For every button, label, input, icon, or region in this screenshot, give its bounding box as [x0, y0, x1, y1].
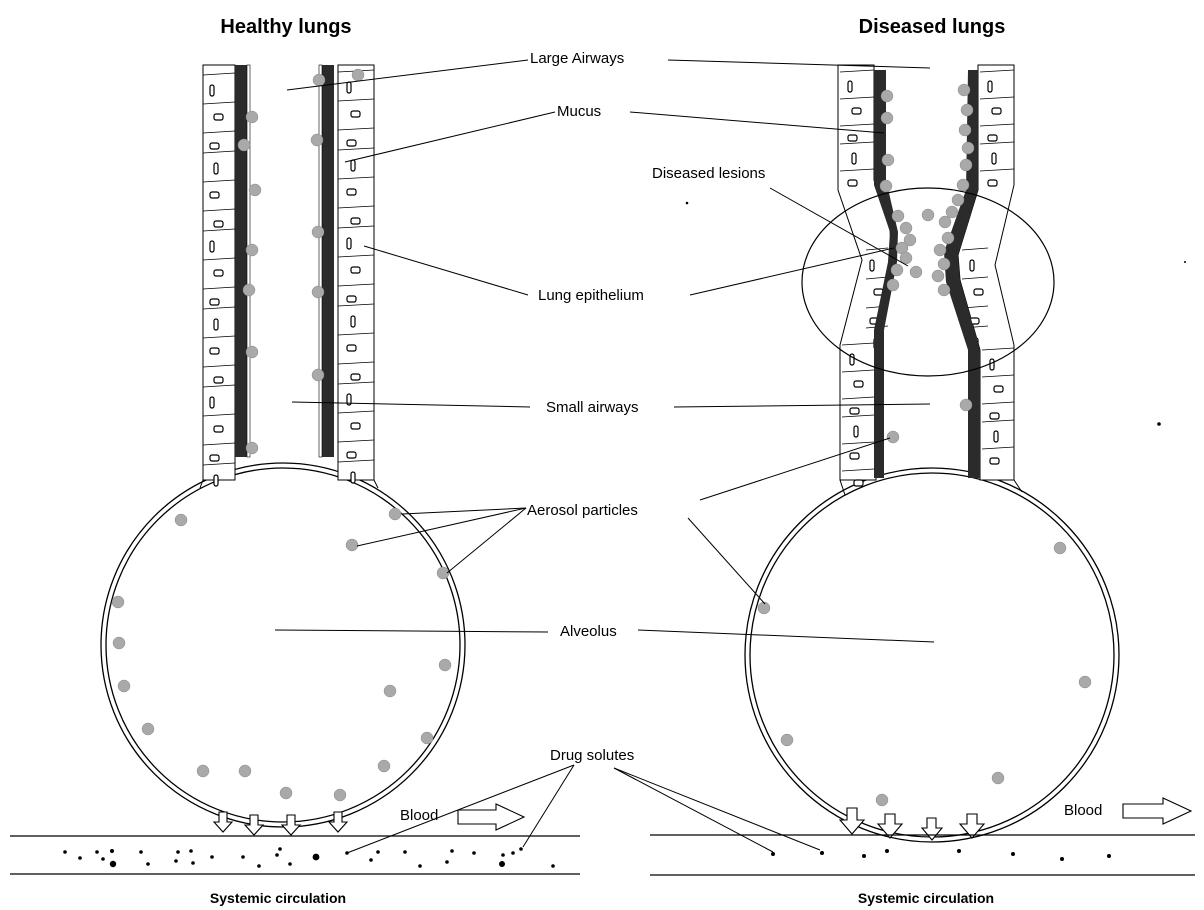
healthy-left-mucus [235, 65, 247, 457]
healthy-blood-flow-arrow [458, 804, 524, 830]
drug-solutes-label: Drug solutes [550, 747, 634, 764]
diseased-lung-panel [650, 65, 1195, 875]
healthy-drug-solutes [63, 847, 555, 868]
large-airways-label: Large Airways [530, 50, 624, 67]
diseased-lungs-title: Diseased lungs [859, 16, 1006, 38]
diseased-alveolus-inner [750, 473, 1114, 837]
blood-label-diseased: Blood [1064, 802, 1102, 819]
diseased-drug-solutes [771, 849, 1111, 861]
diseased-alveolus-outer [745, 468, 1119, 842]
aerosol-particles-label: Aerosol particles [527, 502, 638, 519]
lung-epithelium-label: Lung epithelium [538, 287, 644, 304]
systemic-circulation-left: Systemic circulation [210, 890, 346, 906]
healthy-lung-panel [10, 65, 580, 874]
healthy-left-wall [203, 65, 250, 486]
diseased-right-wall [944, 65, 1014, 480]
healthy-right-wall [319, 65, 374, 483]
healthy-aerosol-particles [112, 69, 451, 801]
small-airways-label: Small airways [546, 399, 639, 416]
healthy-alveolus-inner [106, 468, 460, 822]
blood-label-healthy: Blood [400, 807, 438, 824]
healthy-alveolus-outer [101, 463, 465, 827]
diseased-lesions-label: Diseased lesions [652, 165, 765, 182]
systemic-circulation-right: Systemic circulation [858, 890, 994, 906]
healthy-right-mucus [322, 65, 334, 457]
diseased-blood-flow-arrow [1123, 798, 1191, 824]
diseased-aerosol-particles [758, 84, 1091, 806]
mucus-label: Mucus [557, 103, 601, 120]
healthy-lungs-title: Healthy lungs [220, 16, 351, 38]
diseased-left-wall [838, 65, 898, 486]
alveolus-label: Alveolus [560, 623, 617, 640]
